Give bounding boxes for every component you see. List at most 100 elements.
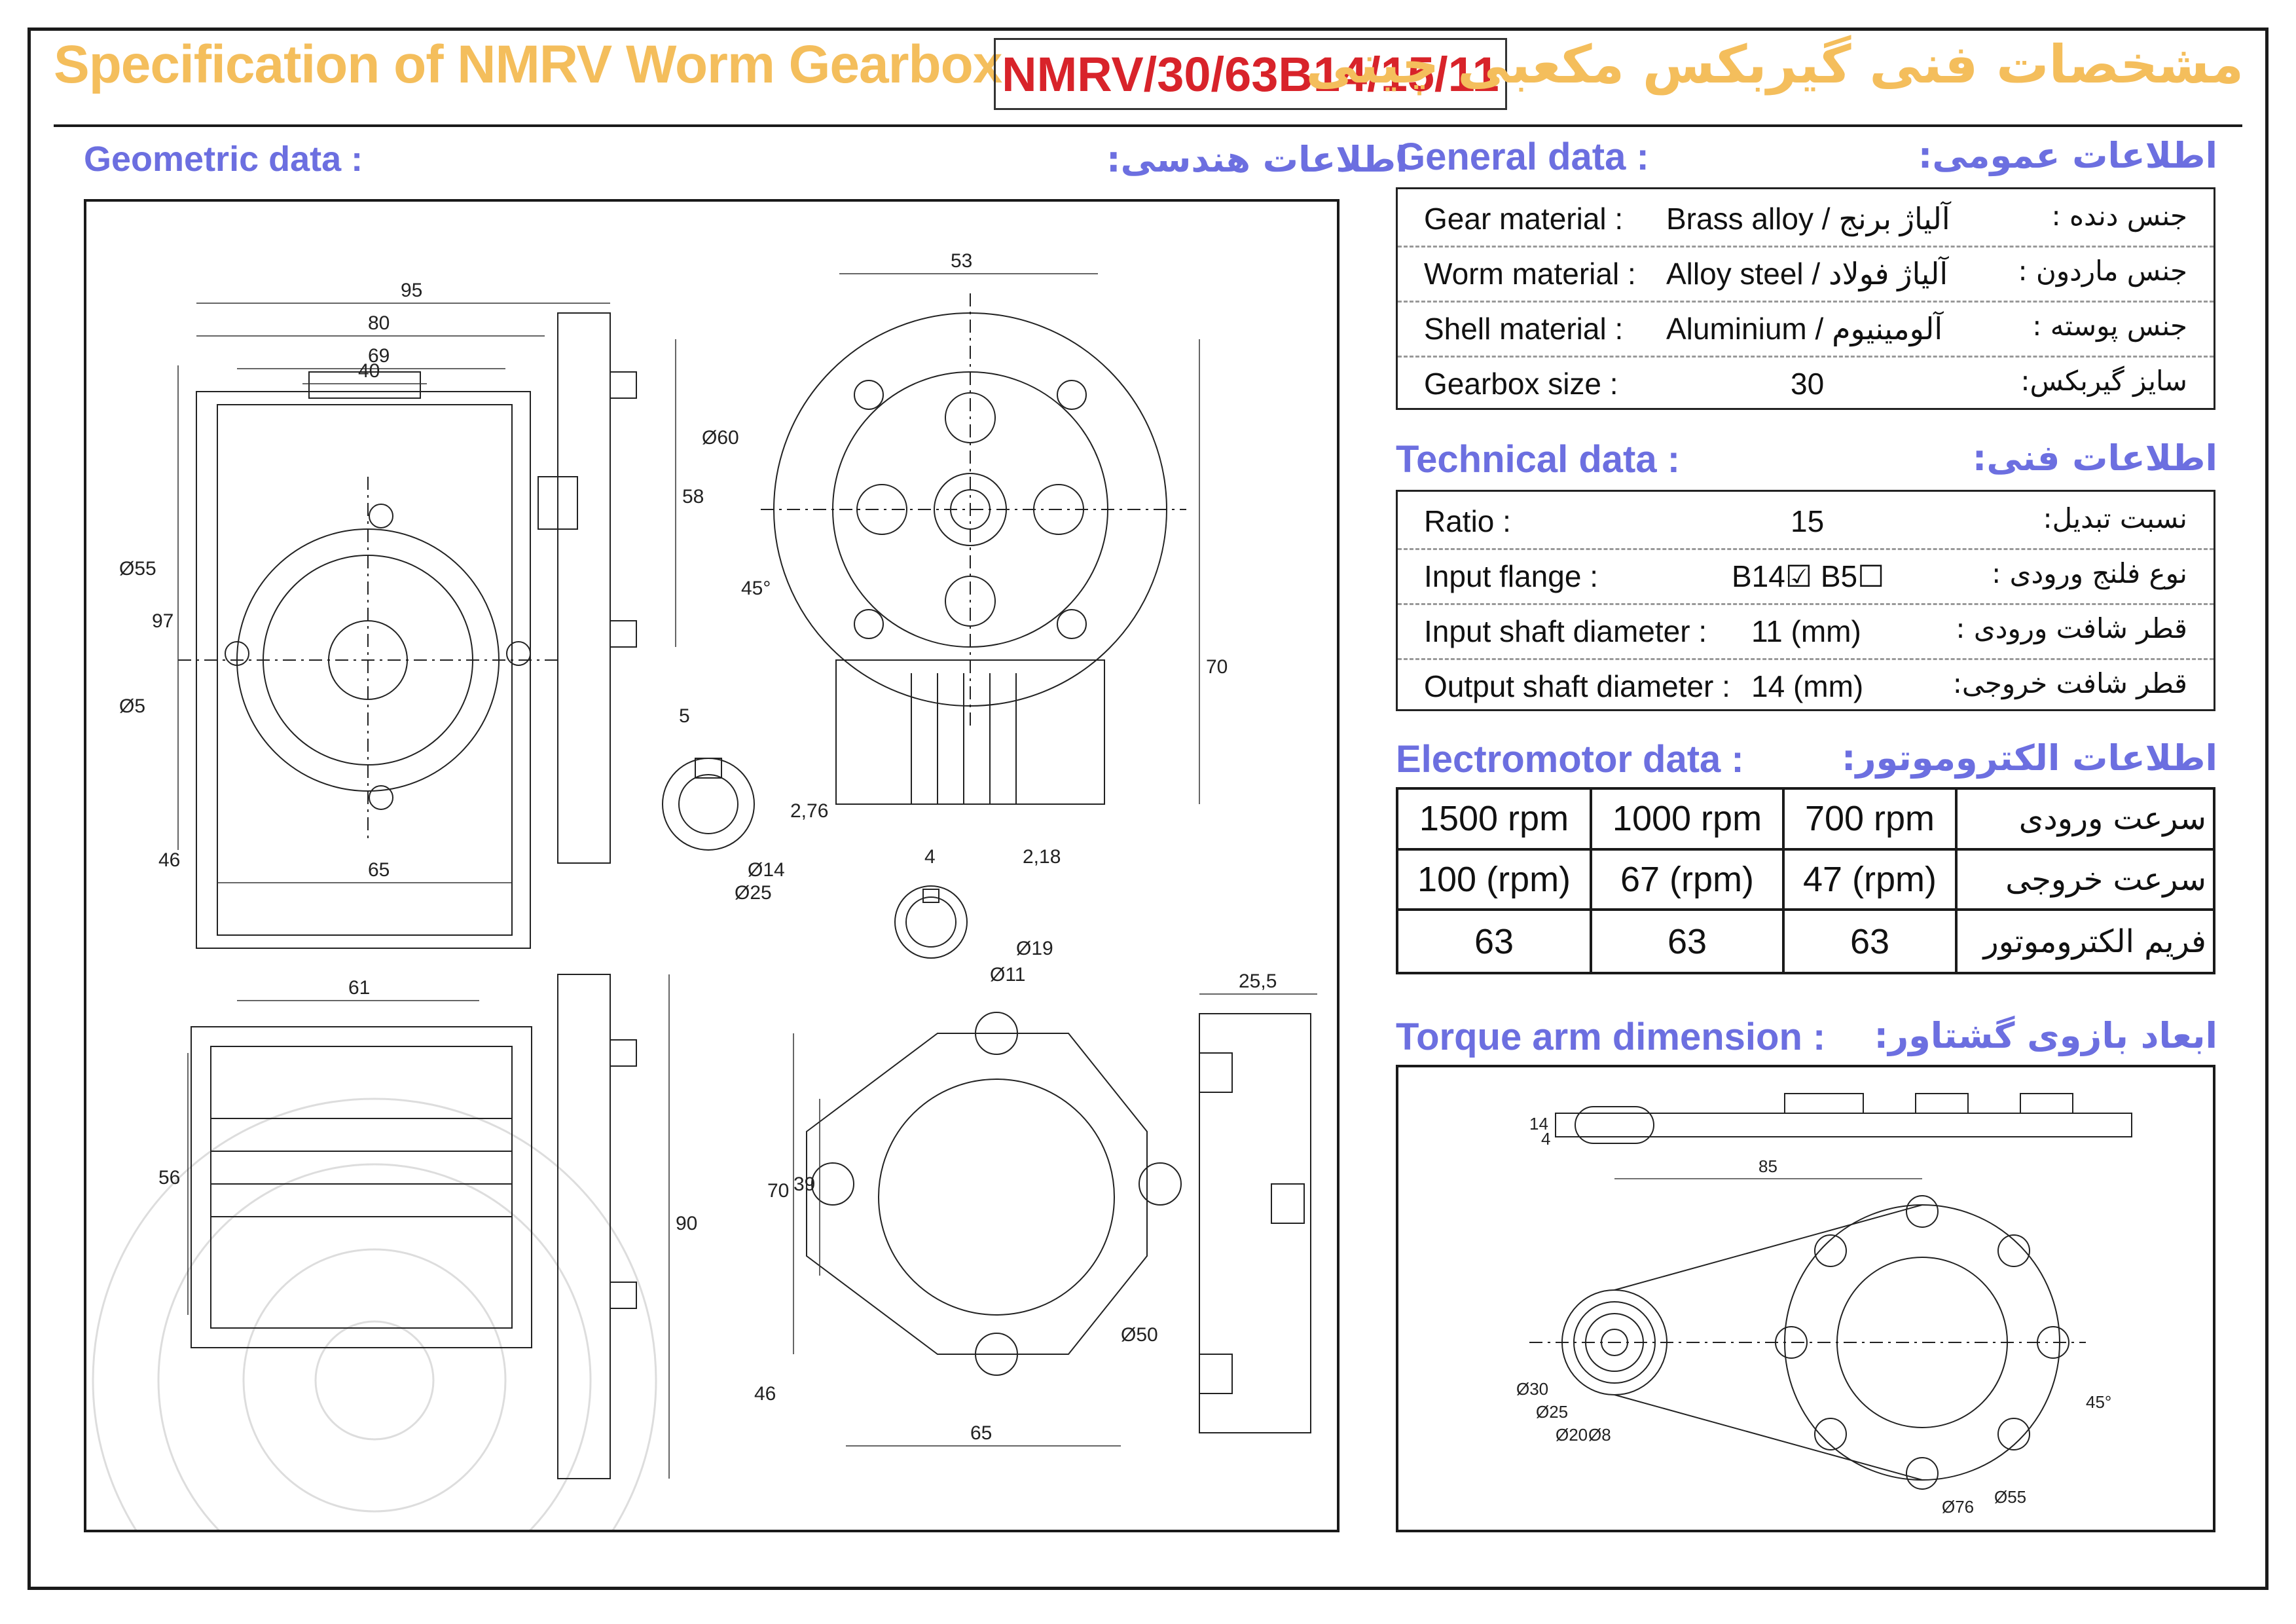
dim-dia60: Ø60 [702, 427, 739, 449]
row-label-fa: نوع فلنج ورودی : [1992, 557, 2187, 589]
bottom-view [191, 974, 637, 1479]
technical-heading: Technical data : [1396, 438, 1681, 481]
dim-97: 97 [152, 610, 173, 632]
motor-cell: 63 [1785, 911, 1958, 972]
dim-40: 40 [358, 360, 380, 382]
technical-row: Output shaft diameter : 14 (mm) قطر شافت… [1398, 657, 2214, 713]
general-row: Shell material : Aluminium / آلومینیوم ج… [1398, 299, 2214, 358]
dim-65b: 65 [970, 1422, 992, 1444]
motor-cell: 100 (rpm) [1398, 850, 1592, 912]
row-label-fa: نسبت تبدیل: [2043, 502, 2187, 534]
motor-cell: 47 (rpm) [1785, 850, 1958, 912]
title-english: Specification of NMRV Worm Gearbox [54, 35, 1002, 94]
row-label: Input flange : [1424, 559, 1598, 593]
technical-row: Ratio : 15 نسبت تبدیل: [1398, 492, 2214, 550]
dim-dia5: Ø5 [119, 695, 145, 717]
row-value: 15 [1791, 504, 1825, 538]
dim-80: 80 [368, 312, 390, 334]
torque-dim-4: 4 [1541, 1129, 1550, 1149]
row-label-fa: قطر شافت ورودی : [1956, 612, 2187, 644]
dim-46a: 46 [158, 849, 180, 871]
motor-row-label: فریم الکتروموتور [1983, 923, 2206, 960]
motor-cell: 1000 rpm [1592, 790, 1785, 851]
torque-dim-dia20: Ø20 [1556, 1425, 1588, 1445]
row-label: Ratio : [1424, 504, 1511, 538]
flange-view [761, 293, 1186, 805]
dimension-labels: 95 80 69 40 58 97 Ø55 Ø5 46 65 53 Ø60 45… [119, 250, 1277, 1444]
torque-dim-dia55: Ø55 [1994, 1487, 2026, 1507]
dim-key5: 5 [679, 705, 690, 727]
drawing-svg: 95 80 69 40 58 97 Ø55 Ø5 46 65 53 Ø60 45… [92, 250, 1317, 1530]
dim-dia19: Ø19 [1016, 938, 1053, 959]
dimension-lines [177, 273, 1317, 1479]
torque-dim-dia25: Ø25 [1536, 1402, 1568, 1422]
general-heading: General data : [1396, 136, 1649, 178]
dim-dia14: Ø14 [748, 859, 785, 881]
dim-dia11: Ø11 [990, 964, 1025, 986]
dim-56: 56 [158, 1167, 180, 1189]
general-row: Worm material : Alloy steel / آلیاژ فولا… [1398, 244, 2214, 303]
title-divider [54, 124, 2242, 127]
dim-dia25: Ø25 [735, 882, 772, 904]
motor-row-label: سرعت خروجی [1958, 851, 2213, 912]
dim-95: 95 [401, 280, 422, 301]
torque-heading: Torque arm dimension : [1396, 1016, 1826, 1058]
dim-218: 2,18 [1023, 846, 1061, 868]
dim-276: 2,76 [790, 800, 828, 822]
motor-row-label: سرعت ورودی [1958, 790, 2213, 851]
torque-heading-fa: ابعاد بازوی گشتاور: [1874, 1015, 2217, 1056]
technical-heading-fa: اطلاعات فنی: [1972, 437, 2217, 479]
dim-dia50: Ø50 [1121, 1324, 1158, 1346]
geometric-heading: Geometric data : [84, 139, 363, 179]
row-label-fa: قطر شافت خروجی: [1952, 667, 2187, 699]
motor-cell: 700 rpm [1785, 790, 1958, 851]
motor-cell: 67 (rpm) [1592, 850, 1785, 912]
general-row: Gearbox size : 30 سایز گیربکس: [1398, 354, 2214, 411]
row-label-fa: جنس پوسته : [2032, 310, 2187, 342]
dim-dia55: Ø55 [119, 558, 156, 580]
row-label: Shell material : [1424, 312, 1624, 346]
torque-dim-85: 85 [1758, 1156, 1777, 1176]
row-label-fa: سایز گیربکس: [2020, 365, 2187, 397]
right-profile-view [1199, 1013, 1311, 1433]
row-value: B14☑ B5☐ [1732, 559, 1885, 593]
torque-arm-shapes [1529, 1093, 2132, 1490]
geometric-heading-fa: اطلاعات هندسی: [1106, 139, 1408, 180]
dim-53: 53 [951, 250, 972, 272]
general-row: Gear material : Brass alloy / آلیاژ برنج… [1398, 189, 2214, 248]
motor-heading: Electromotor data : [1396, 738, 1744, 781]
geometric-drawing: 95 80 69 40 58 97 Ø55 Ø5 46 65 53 Ø60 45… [84, 199, 1339, 1532]
technical-row: Input shaft diameter : 11 (mm) قطر شافت … [1398, 602, 2214, 660]
dim-58: 58 [682, 486, 704, 507]
torque-labels: 14 4 85 Ø30 Ø25 Ø20 Ø8 Ø76 Ø55 45° [1516, 1114, 2111, 1517]
page-frame [27, 28, 2269, 1590]
row-label: Gearbox size : [1424, 367, 1618, 401]
row-value: 30 [1791, 367, 1825, 401]
side-view [178, 312, 637, 949]
row-label-fa: جنس دنده : [2051, 200, 2187, 232]
torque-dim-45deg: 45° [2086, 1392, 2111, 1412]
dim-90: 90 [676, 1213, 697, 1234]
dim-65a: 65 [368, 859, 390, 881]
motor-cell: 1500 rpm [1398, 790, 1592, 851]
row-label: Gear material : [1424, 202, 1624, 236]
electromotor-table: 1500 rpm 1000 rpm 700 rpm سرعت ورودی 100… [1396, 787, 2215, 974]
torque-dim-dia30: Ø30 [1516, 1379, 1548, 1399]
row-value: 14 (mm) [1751, 669, 1864, 703]
torque-dim-dia76: Ø76 [1942, 1497, 1974, 1517]
row-label: Output shaft diameter : [1424, 669, 1730, 703]
technical-data-table: Ratio : 15 نسبت تبدیل: Input flange : B1… [1396, 490, 2215, 711]
motor-cell: 63 [1592, 911, 1785, 972]
row-value: 11 (mm) [1751, 614, 1861, 648]
title-persian: مشخصات فنی گیربکس مکعبی چینی [1305, 34, 2244, 95]
row-value: Brass alloy / آلیاژ برنج [1666, 202, 1950, 236]
row-value: Aluminium / آلومینیوم [1666, 312, 1943, 346]
dim-70b: 70 [767, 1180, 789, 1202]
torque-svg: 14 4 85 Ø30 Ø25 Ø20 Ø8 Ø76 Ø55 45° [1516, 1093, 2132, 1517]
general-heading-fa: اطلاعات عمومی: [1918, 135, 2217, 176]
torque-dim-dia8: Ø8 [1588, 1425, 1611, 1445]
bottom-flange-view [806, 1012, 1182, 1376]
torque-dim-14: 14 [1529, 1114, 1548, 1134]
motor-heading-fa: اطلاعات الکتروموتور: [1841, 737, 2217, 779]
shaft-section [662, 758, 968, 959]
